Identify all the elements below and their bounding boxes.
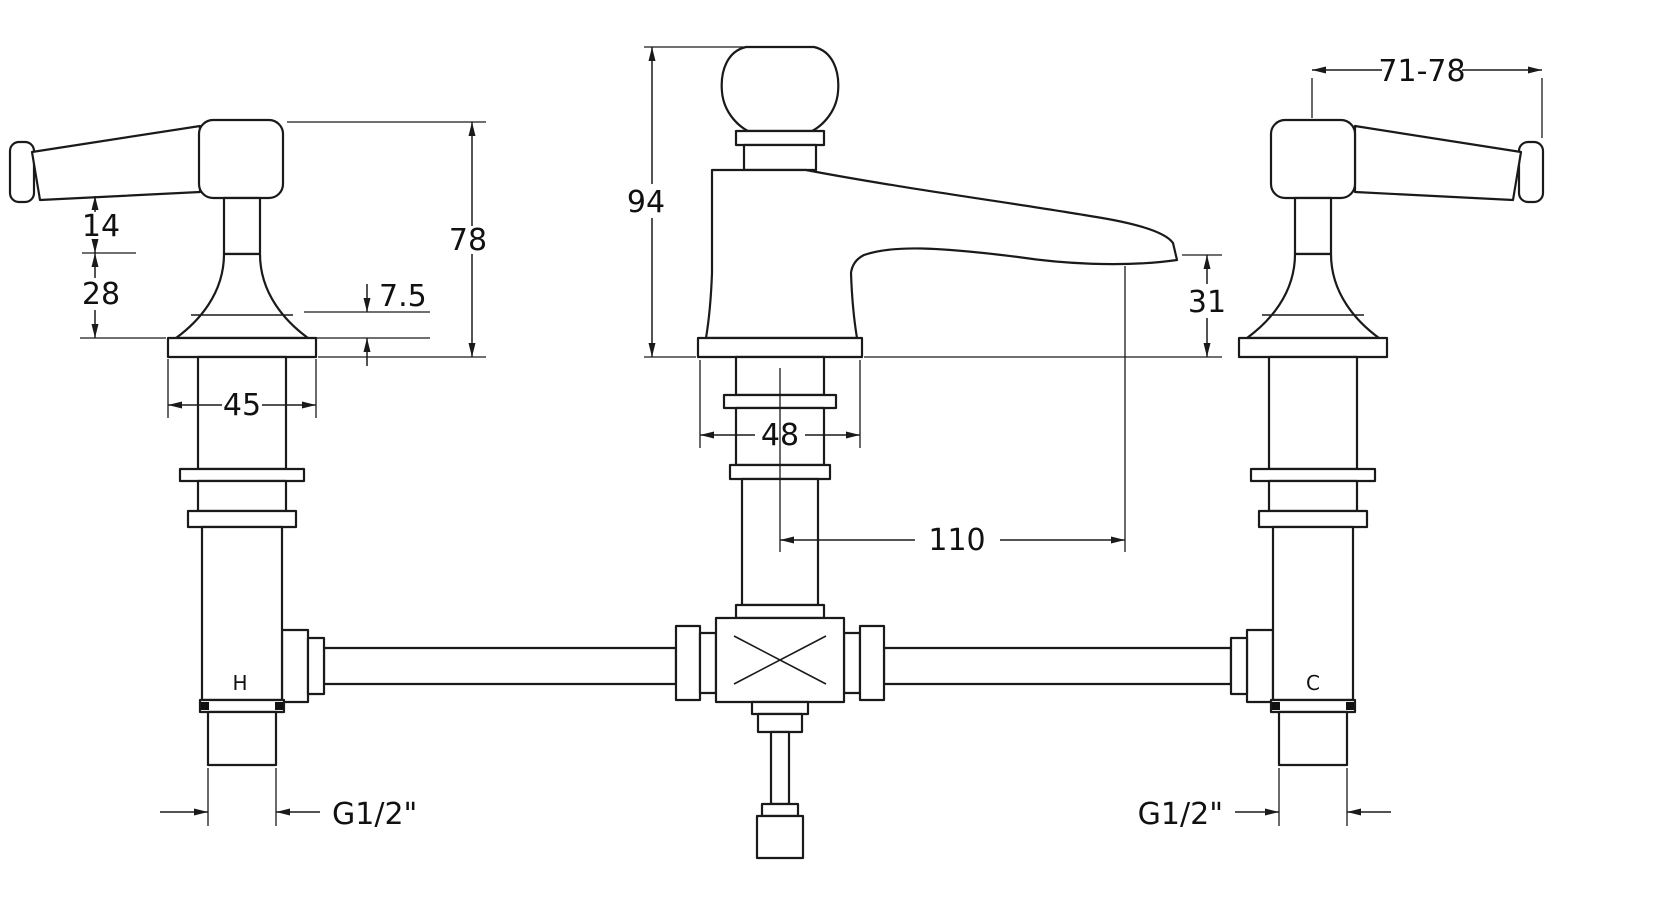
dimension-annotations: 14 28 78 7.5 bbox=[80, 46, 1543, 832]
cold-body-mid bbox=[1267, 479, 1359, 513]
dim-label-45: 45 bbox=[223, 388, 261, 423]
popup-rod-collar bbox=[760, 802, 800, 818]
cross-right-compression-nut bbox=[858, 624, 886, 702]
dim-label-31: 31 bbox=[1188, 285, 1226, 320]
dim-lever-height: 14 bbox=[82, 196, 136, 254]
cold-outlet-olive-ring bbox=[1229, 636, 1249, 696]
cold-body-nut bbox=[1257, 509, 1369, 529]
dim-label-71-78: 71-78 bbox=[1378, 54, 1465, 89]
hot-valve-stem bbox=[222, 196, 262, 256]
dim-label-28: 28 bbox=[82, 277, 120, 312]
hot-lever-end-cap bbox=[8, 140, 36, 204]
cold-seal-left bbox=[1272, 702, 1280, 710]
cold-outlet-compression-nut bbox=[1245, 628, 1275, 704]
popup-waste-rod bbox=[769, 730, 791, 806]
cross-left-olive-ring bbox=[698, 631, 718, 695]
popup-waste-flange bbox=[750, 700, 810, 716]
dim-label-78: 78 bbox=[449, 223, 487, 258]
hot-base-plate bbox=[166, 336, 318, 359]
dim-tap-base-width: 45 bbox=[167, 359, 317, 423]
spout-knob-flange bbox=[734, 129, 826, 147]
dim-spout-reach: 110 bbox=[779, 266, 1126, 558]
hot-body-nut bbox=[186, 509, 298, 529]
dim-label-94: 94 bbox=[627, 185, 665, 220]
popup-rod-knurled-end bbox=[755, 814, 805, 860]
dim-label-14: 14 bbox=[82, 209, 120, 244]
dim-label-110: 110 bbox=[928, 523, 985, 558]
cold-label: C bbox=[1306, 671, 1320, 695]
hot-body-mid bbox=[196, 479, 288, 513]
spout-base-plate bbox=[696, 336, 864, 359]
hot-seal-right bbox=[275, 702, 283, 710]
cold-seal-flange bbox=[1269, 698, 1357, 714]
cold-handle-hub bbox=[1269, 118, 1357, 200]
cold-body-upper bbox=[1267, 355, 1359, 471]
dim-tap-height: 78 bbox=[287, 121, 487, 358]
cold-lever-end-cap bbox=[1517, 140, 1545, 204]
cold-tap: C bbox=[1229, 118, 1545, 767]
dim-base-lip: 7.5 bbox=[304, 279, 430, 366]
cold-seal-right bbox=[1346, 702, 1354, 710]
cold-threaded-tail bbox=[1277, 710, 1349, 767]
cross-top-collar bbox=[734, 603, 826, 620]
spout-neck bbox=[742, 143, 818, 172]
hot-threaded-tail bbox=[206, 710, 278, 767]
hot-seal-flange bbox=[198, 698, 286, 714]
hot-tap: H bbox=[8, 118, 326, 767]
popup-waste-nut bbox=[756, 712, 804, 734]
dim-thread-right: G1/2" bbox=[1138, 768, 1391, 832]
cold-base-plate bbox=[1237, 336, 1389, 359]
cross-left-compression-nut bbox=[674, 624, 702, 702]
dim-spout-total-height: 94 bbox=[627, 46, 744, 358]
hot-label: H bbox=[232, 671, 247, 695]
dim-thread-left: G1/2" bbox=[160, 768, 417, 832]
cold-body-lower bbox=[1271, 525, 1355, 702]
right-supply-pipe bbox=[882, 646, 1233, 686]
cold-bell-shroud bbox=[1245, 252, 1381, 340]
spout-body bbox=[704, 168, 1179, 340]
left-supply-pipe bbox=[322, 646, 678, 686]
hot-outlet-compression-nut bbox=[280, 628, 310, 704]
dim-label-7-5: 7.5 bbox=[379, 279, 427, 314]
hot-body-lower bbox=[200, 525, 284, 702]
cross-right-olive-ring bbox=[842, 631, 862, 695]
dim-label-g12-right: G1/2" bbox=[1138, 797, 1223, 832]
cold-body-ring bbox=[1249, 467, 1377, 483]
hot-outlet-olive-ring bbox=[306, 636, 326, 696]
dim-label-g12-left: G1/2" bbox=[332, 797, 417, 832]
hot-body-ring bbox=[178, 467, 306, 483]
hot-bell-shroud bbox=[174, 252, 310, 340]
dim-handle-span: 71-78 bbox=[1311, 54, 1543, 138]
dim-bell-height: 28 bbox=[80, 253, 166, 339]
hot-seal-left bbox=[201, 702, 209, 710]
cold-valve-stem bbox=[1293, 196, 1333, 256]
cross-mark-diagonal-2 bbox=[733, 635, 827, 685]
hot-lever-handle bbox=[30, 124, 202, 202]
dim-spout-clearance: 31 bbox=[864, 254, 1226, 358]
hot-handle-hub bbox=[197, 118, 285, 200]
mixer-spout-assembly bbox=[674, 45, 1179, 860]
pipework bbox=[322, 646, 1233, 686]
spout-top-knob bbox=[720, 45, 840, 133]
cold-lever-handle bbox=[1353, 124, 1523, 202]
